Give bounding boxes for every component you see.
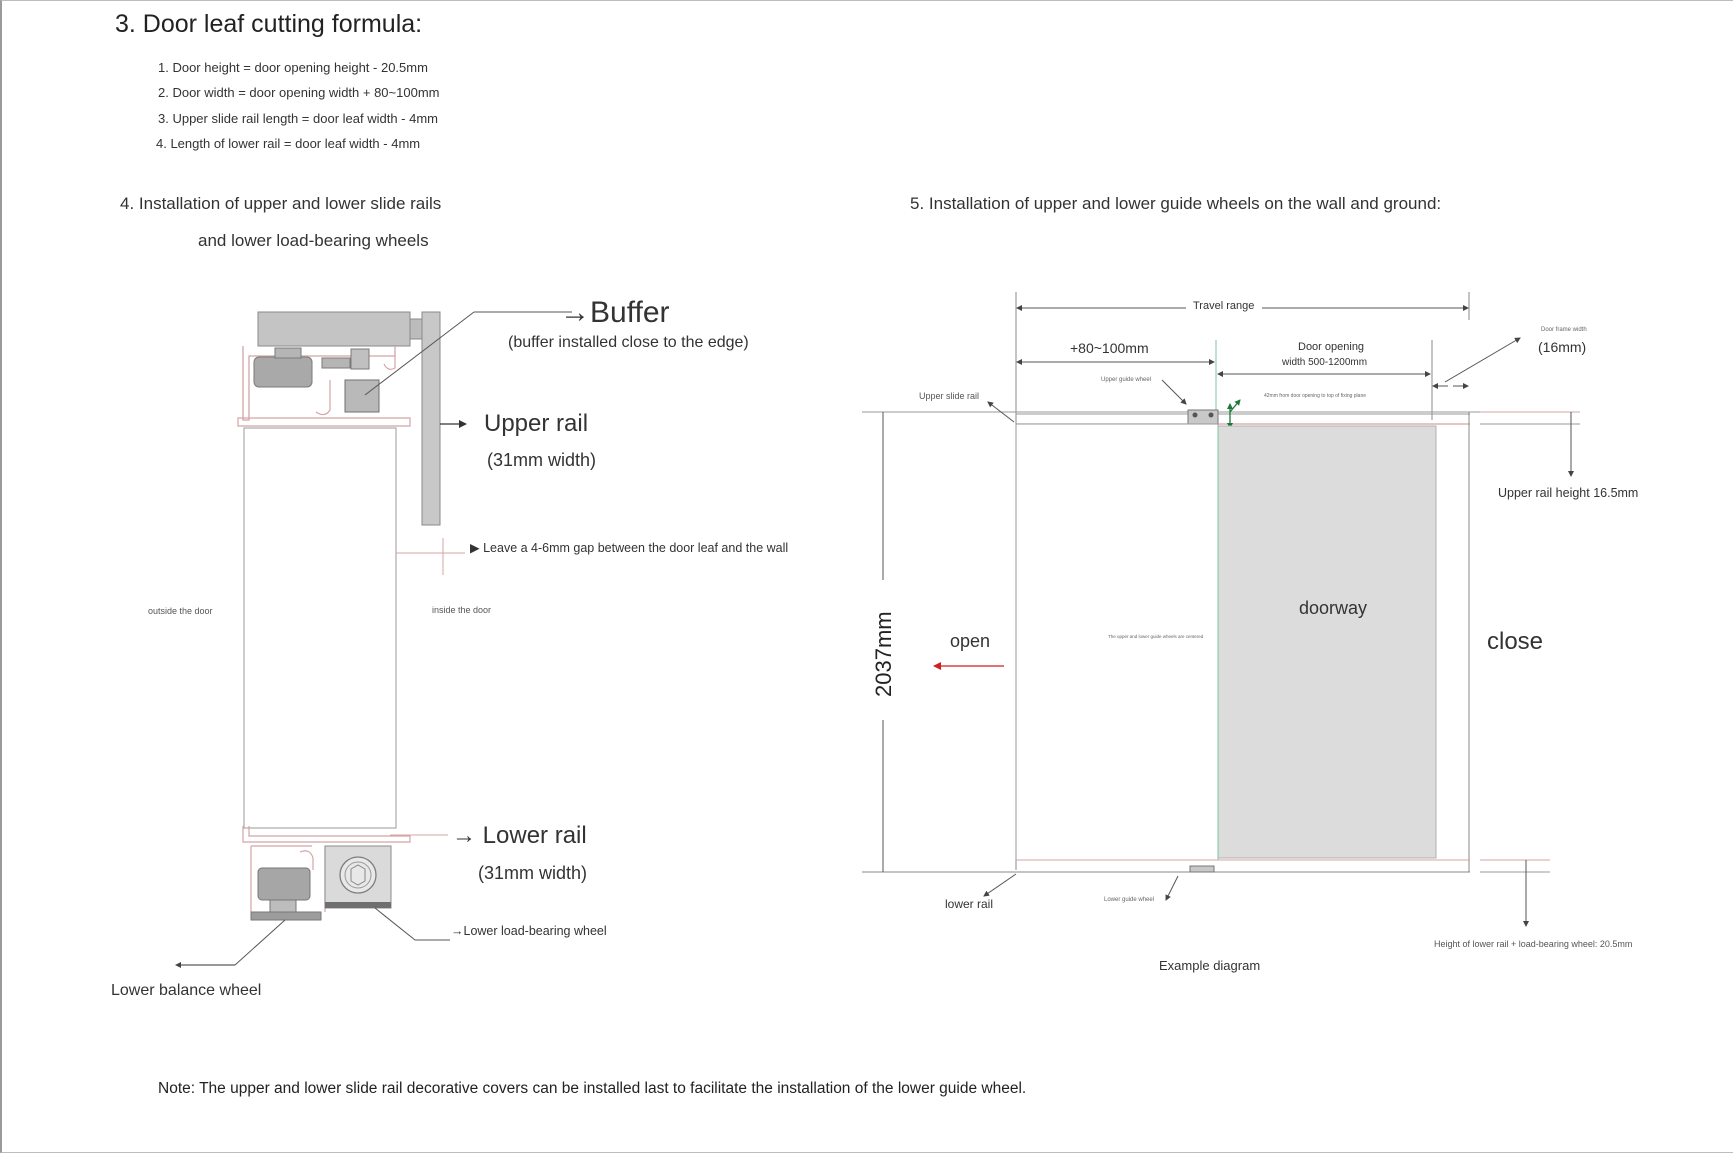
lower-guide-wheel <box>1189 865 1215 873</box>
door-leaf <box>1015 423 1219 861</box>
balance-wheel <box>257 867 311 901</box>
page-title: 3. Door leaf cutting formula: <box>115 10 423 38</box>
outside-door-label: outside the door <box>148 606 213 616</box>
lower-rail-width: (31mm width) <box>478 863 588 883</box>
rail-cross-section <box>175 311 572 968</box>
buffer-block <box>344 379 380 413</box>
guide-offset-note: 42mm from door opening to top of fixing … <box>1264 393 1367 399</box>
buffer-note: (buffer installed close to the edge) <box>508 334 749 351</box>
section-5-title: 5. Installation of upper and lower guide… <box>910 194 1442 213</box>
overlap-label: +80~100mm <box>1070 340 1149 356</box>
upper-slide-rail-label: Upper slide rail <box>919 391 980 401</box>
travel-range-label: Travel range <box>1193 300 1255 312</box>
upper-wheel-left <box>253 356 313 388</box>
lower-rail-elevation-label: lower rail <box>945 897 994 911</box>
doorway-area <box>1217 425 1437 859</box>
load-bearing-wheel-label: →Lower load-bearing wheel <box>451 924 607 938</box>
mount-connector <box>409 318 423 340</box>
upper-rail-profile <box>242 346 396 421</box>
frame-width-label: Door frame width <box>1541 327 1587 333</box>
upper-rail-width: (31mm width) <box>487 450 597 470</box>
door-elevation <box>862 292 1580 927</box>
gap-note: ▶ Leave a 4-6mm gap between the door lea… <box>470 541 789 555</box>
frame-width-value: (16mm) <box>1538 339 1587 355</box>
lower-rail-label: → Lower rail <box>452 822 587 849</box>
example-diagram-caption: Example diagram <box>1159 958 1261 973</box>
installation-note: Note: The upper and lower slide rail dec… <box>158 1080 1027 1097</box>
inside-door-label: inside the door <box>432 605 492 615</box>
formula-4: 4. Length of lower rail = door leaf widt… <box>156 136 421 151</box>
wall-plate <box>421 311 441 526</box>
door-opening-width: width 500-1200mm <box>1282 357 1368 368</box>
lower-guide-wheel-label: Lower guide wheel <box>1104 897 1155 903</box>
upper-rail-label: Upper rail <box>484 410 589 437</box>
buffer-label: →Buffer <box>560 296 670 329</box>
balance-wheel-label: Lower balance wheel <box>111 982 262 999</box>
lower-height-note: Height of lower rail + load-bearing whee… <box>1434 939 1633 949</box>
lower-rail-profile <box>242 826 411 843</box>
open-label: open <box>950 631 991 651</box>
center-note: The upper and lower guide wheels are cen… <box>1108 634 1204 639</box>
top-mount-block <box>257 311 411 347</box>
close-label: close <box>1487 628 1544 655</box>
formula-2: 2. Door width = door opening width + 80~… <box>158 85 440 100</box>
formula-1: 1. Door height = door opening height - 2… <box>158 60 428 75</box>
section-4-title: 4. Installation of upper and lower slide… <box>120 194 442 213</box>
doorway-label: doorway <box>1299 598 1368 618</box>
upper-guide-wheel-label: Upper guide wheel <box>1101 377 1152 383</box>
door-leaf-panel <box>243 427 397 829</box>
formula-3: 3. Upper slide rail length = door leaf w… <box>158 111 438 126</box>
door-opening-label: Door opening <box>1298 341 1365 353</box>
upper-rail-height-label: Upper rail height 16.5mm <box>1498 486 1639 500</box>
section-4-subtitle: and lower load-bearing wheels <box>198 231 429 250</box>
height-dimension: 2037mm <box>871 611 896 697</box>
